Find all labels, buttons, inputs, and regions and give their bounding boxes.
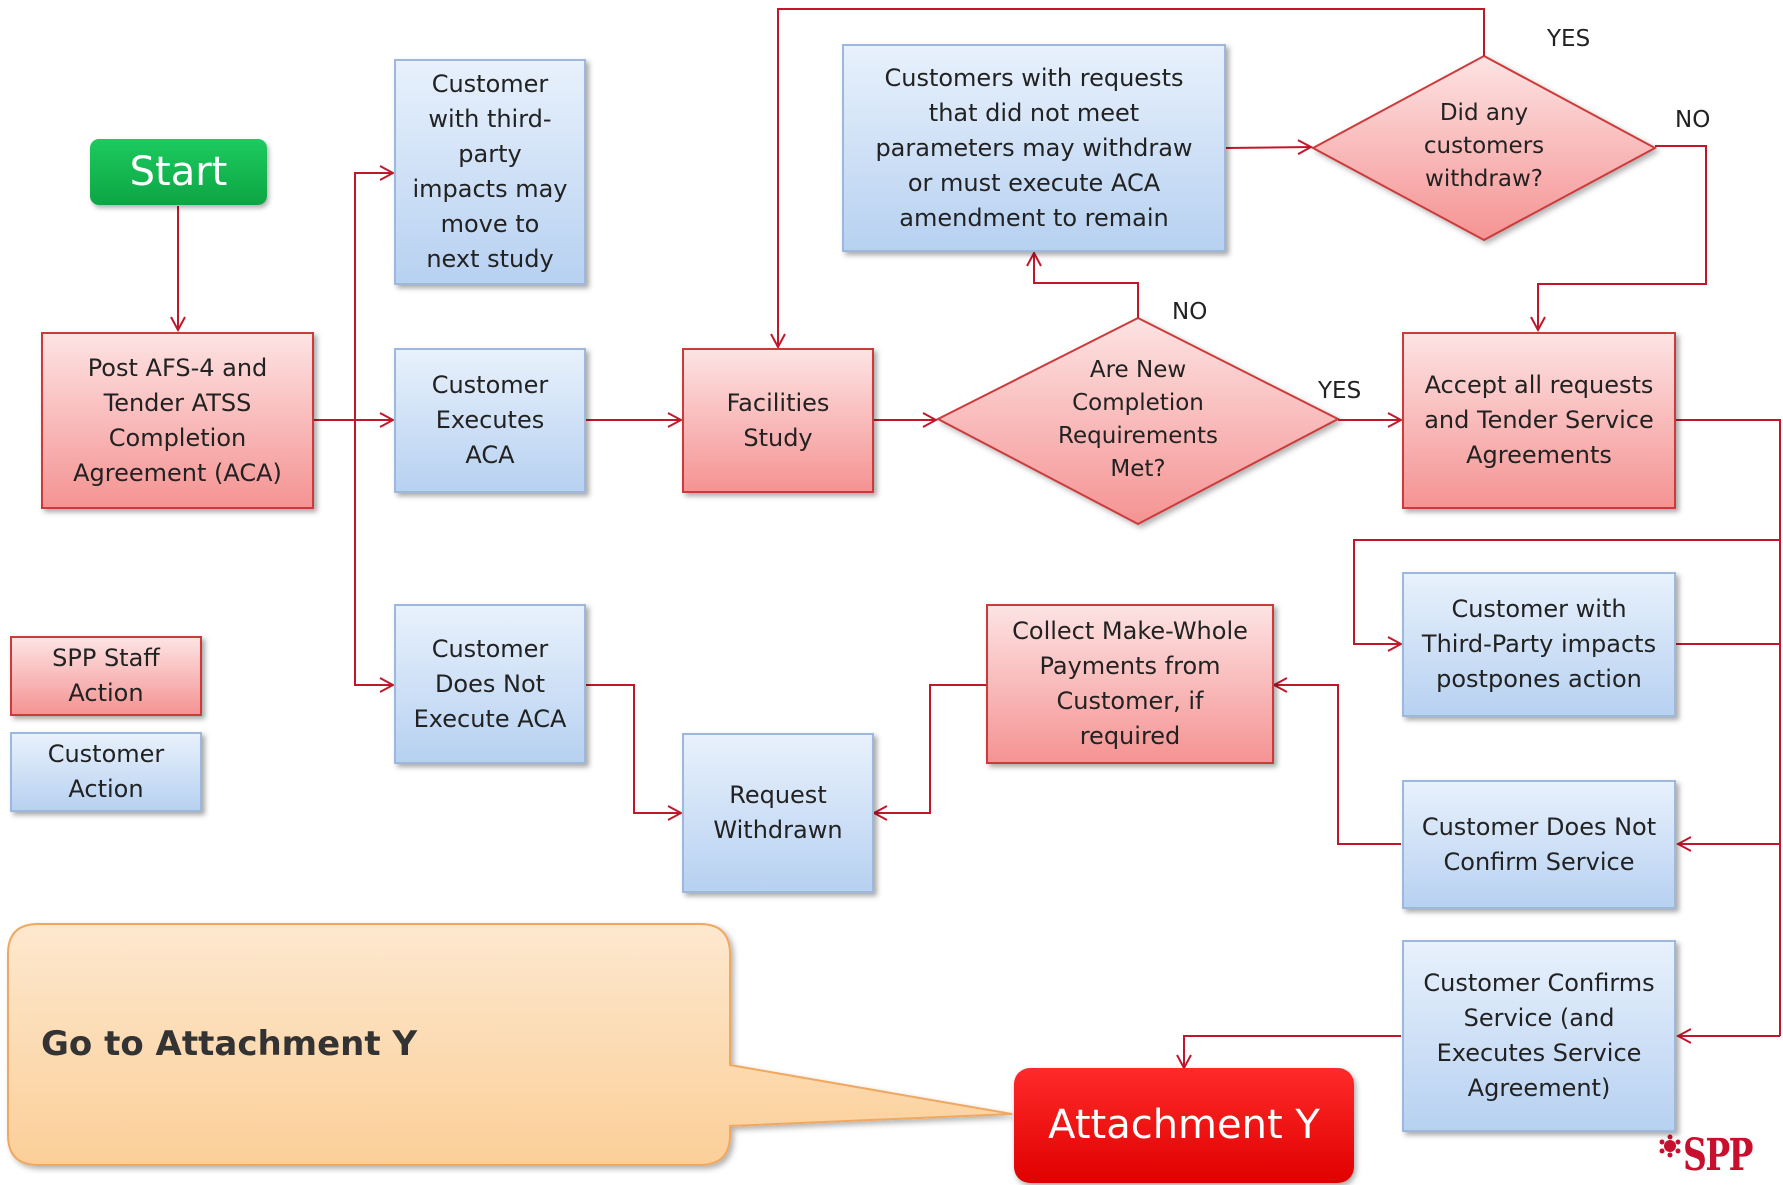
- post-afs-node: Post AFS-4 and Tender ATSS Completion Ag…: [41, 332, 314, 509]
- postpones-node: Customer with Third-Party impacts postpo…: [1402, 572, 1676, 717]
- legend-staff-action: SPP Staff Action: [10, 636, 202, 716]
- label-no-right: NO: [1675, 107, 1711, 133]
- legend-customer-action: Customer Action: [10, 732, 202, 812]
- facilities-study-node: Facilities Study: [682, 348, 874, 493]
- arrow-box-to-did-withdraw: [1225, 147, 1311, 148]
- label-yes-top: YES: [1547, 26, 1591, 52]
- spp-logo: SPP: [1683, 1130, 1753, 1181]
- arrow-fan-to-not-execute: [354, 420, 393, 685]
- label-yes-mid: YES: [1318, 378, 1362, 404]
- confirms-node: Customer Confirms Service (and Executes …: [1402, 940, 1676, 1132]
- request-withdrawn-node: Request Withdrawn: [682, 733, 874, 893]
- label-no-mid: NO: [1172, 299, 1208, 325]
- arrow-no-to-withdraw-box: [1034, 253, 1139, 318]
- did-withdraw-text: Did any customers withdraw?: [1423, 100, 1545, 192]
- arrow-fan-to-third-party: [354, 173, 393, 420]
- collect-payments-node: Collect Make-Whole Payments from Custome…: [986, 604, 1274, 764]
- spp-logo-mark: [1659, 1134, 1681, 1158]
- arrow-collect-to-withdrawn: [874, 684, 986, 813]
- not-confirm-node: Customer Does Not Confirm Service: [1402, 780, 1676, 909]
- requirements-met-text: Are New Completion Requirements Met?: [1058, 357, 1218, 482]
- third-party-move-node: Customer with third- party impacts may m…: [394, 59, 586, 285]
- attachment-y-node: Attachment Y: [1014, 1068, 1354, 1183]
- does-not-execute-node: Customer Does Not Execute ACA: [394, 604, 586, 764]
- arrow-confirms-to-attachment: [1184, 1035, 1401, 1068]
- arrow-no-to-accept: [1538, 145, 1707, 330]
- arrow-not-execute-to-withdrawn: [586, 684, 681, 813]
- withdraw-or-amend-node: Customers with requests that did not mee…: [842, 44, 1226, 252]
- arrow-bus-to-postpones: [1353, 539, 1780, 644]
- decision-diamond-requirements: [935, 316, 1341, 526]
- executes-aca-node: Customer Executes ACA: [394, 348, 586, 493]
- arrow-not-confirm-to-collect: [1274, 685, 1401, 845]
- decision-diamond-withdraw: [1310, 54, 1658, 242]
- accept-requests-node: Accept all requests and Tender Service A…: [1402, 332, 1676, 509]
- line-accept-bus: [1676, 419, 1781, 1036]
- arrow-yes-loop-to-study: [778, 8, 1485, 347]
- start-node: Start: [90, 139, 267, 205]
- callout-bubble: [7, 923, 1013, 1166]
- callout-text: Go to Attachment Y: [41, 1024, 418, 1064]
